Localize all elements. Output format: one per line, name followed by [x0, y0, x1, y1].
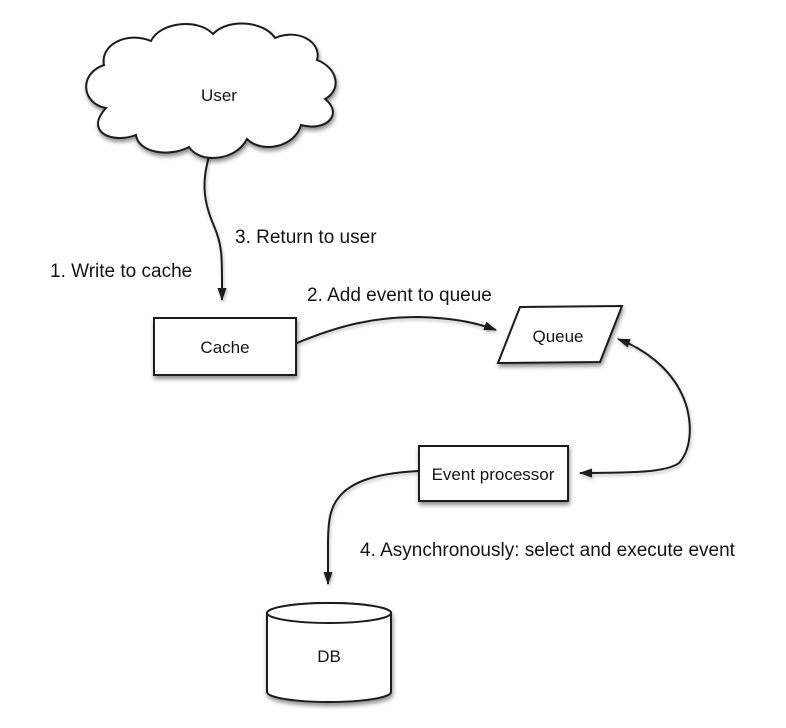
node-event-processor-label: Event processor [432, 465, 555, 484]
event-processor-rectangle [418, 445, 569, 502]
node-user: User [85, 22, 337, 159]
node-queue-label: Queue [532, 327, 583, 346]
edge-queue-event-processor-bidirectional [579, 338, 691, 478]
edge-label-return-to-user: 3. Return to user [235, 227, 377, 248]
cache-rectangle [153, 317, 297, 376]
node-cache: Cache [153, 317, 297, 376]
node-queue: Queue [496, 304, 624, 365]
edge-cache-to-queue [296, 315, 497, 344]
node-user-label: User [201, 86, 237, 105]
queue-parallelogram [496, 304, 624, 365]
edge-label-add-event-to-queue: 2. Add event to queue [307, 285, 492, 306]
node-cache-label: Cache [200, 338, 249, 357]
node-db: DB [266, 602, 392, 703]
edge-label-async-execute: 4. Asynchronously: select and execute ev… [360, 540, 736, 561]
edge-event-processor-to-db [323, 470, 420, 585]
db-cylinder-top [266, 602, 392, 624]
node-db-label: DB [317, 647, 341, 666]
cloud-shape [85, 22, 337, 159]
node-event-processor: Event processor [418, 445, 569, 502]
edge-label-write-to-cache: 1. Write to cache [50, 261, 192, 282]
edge-user-to-cache [203, 149, 227, 301]
